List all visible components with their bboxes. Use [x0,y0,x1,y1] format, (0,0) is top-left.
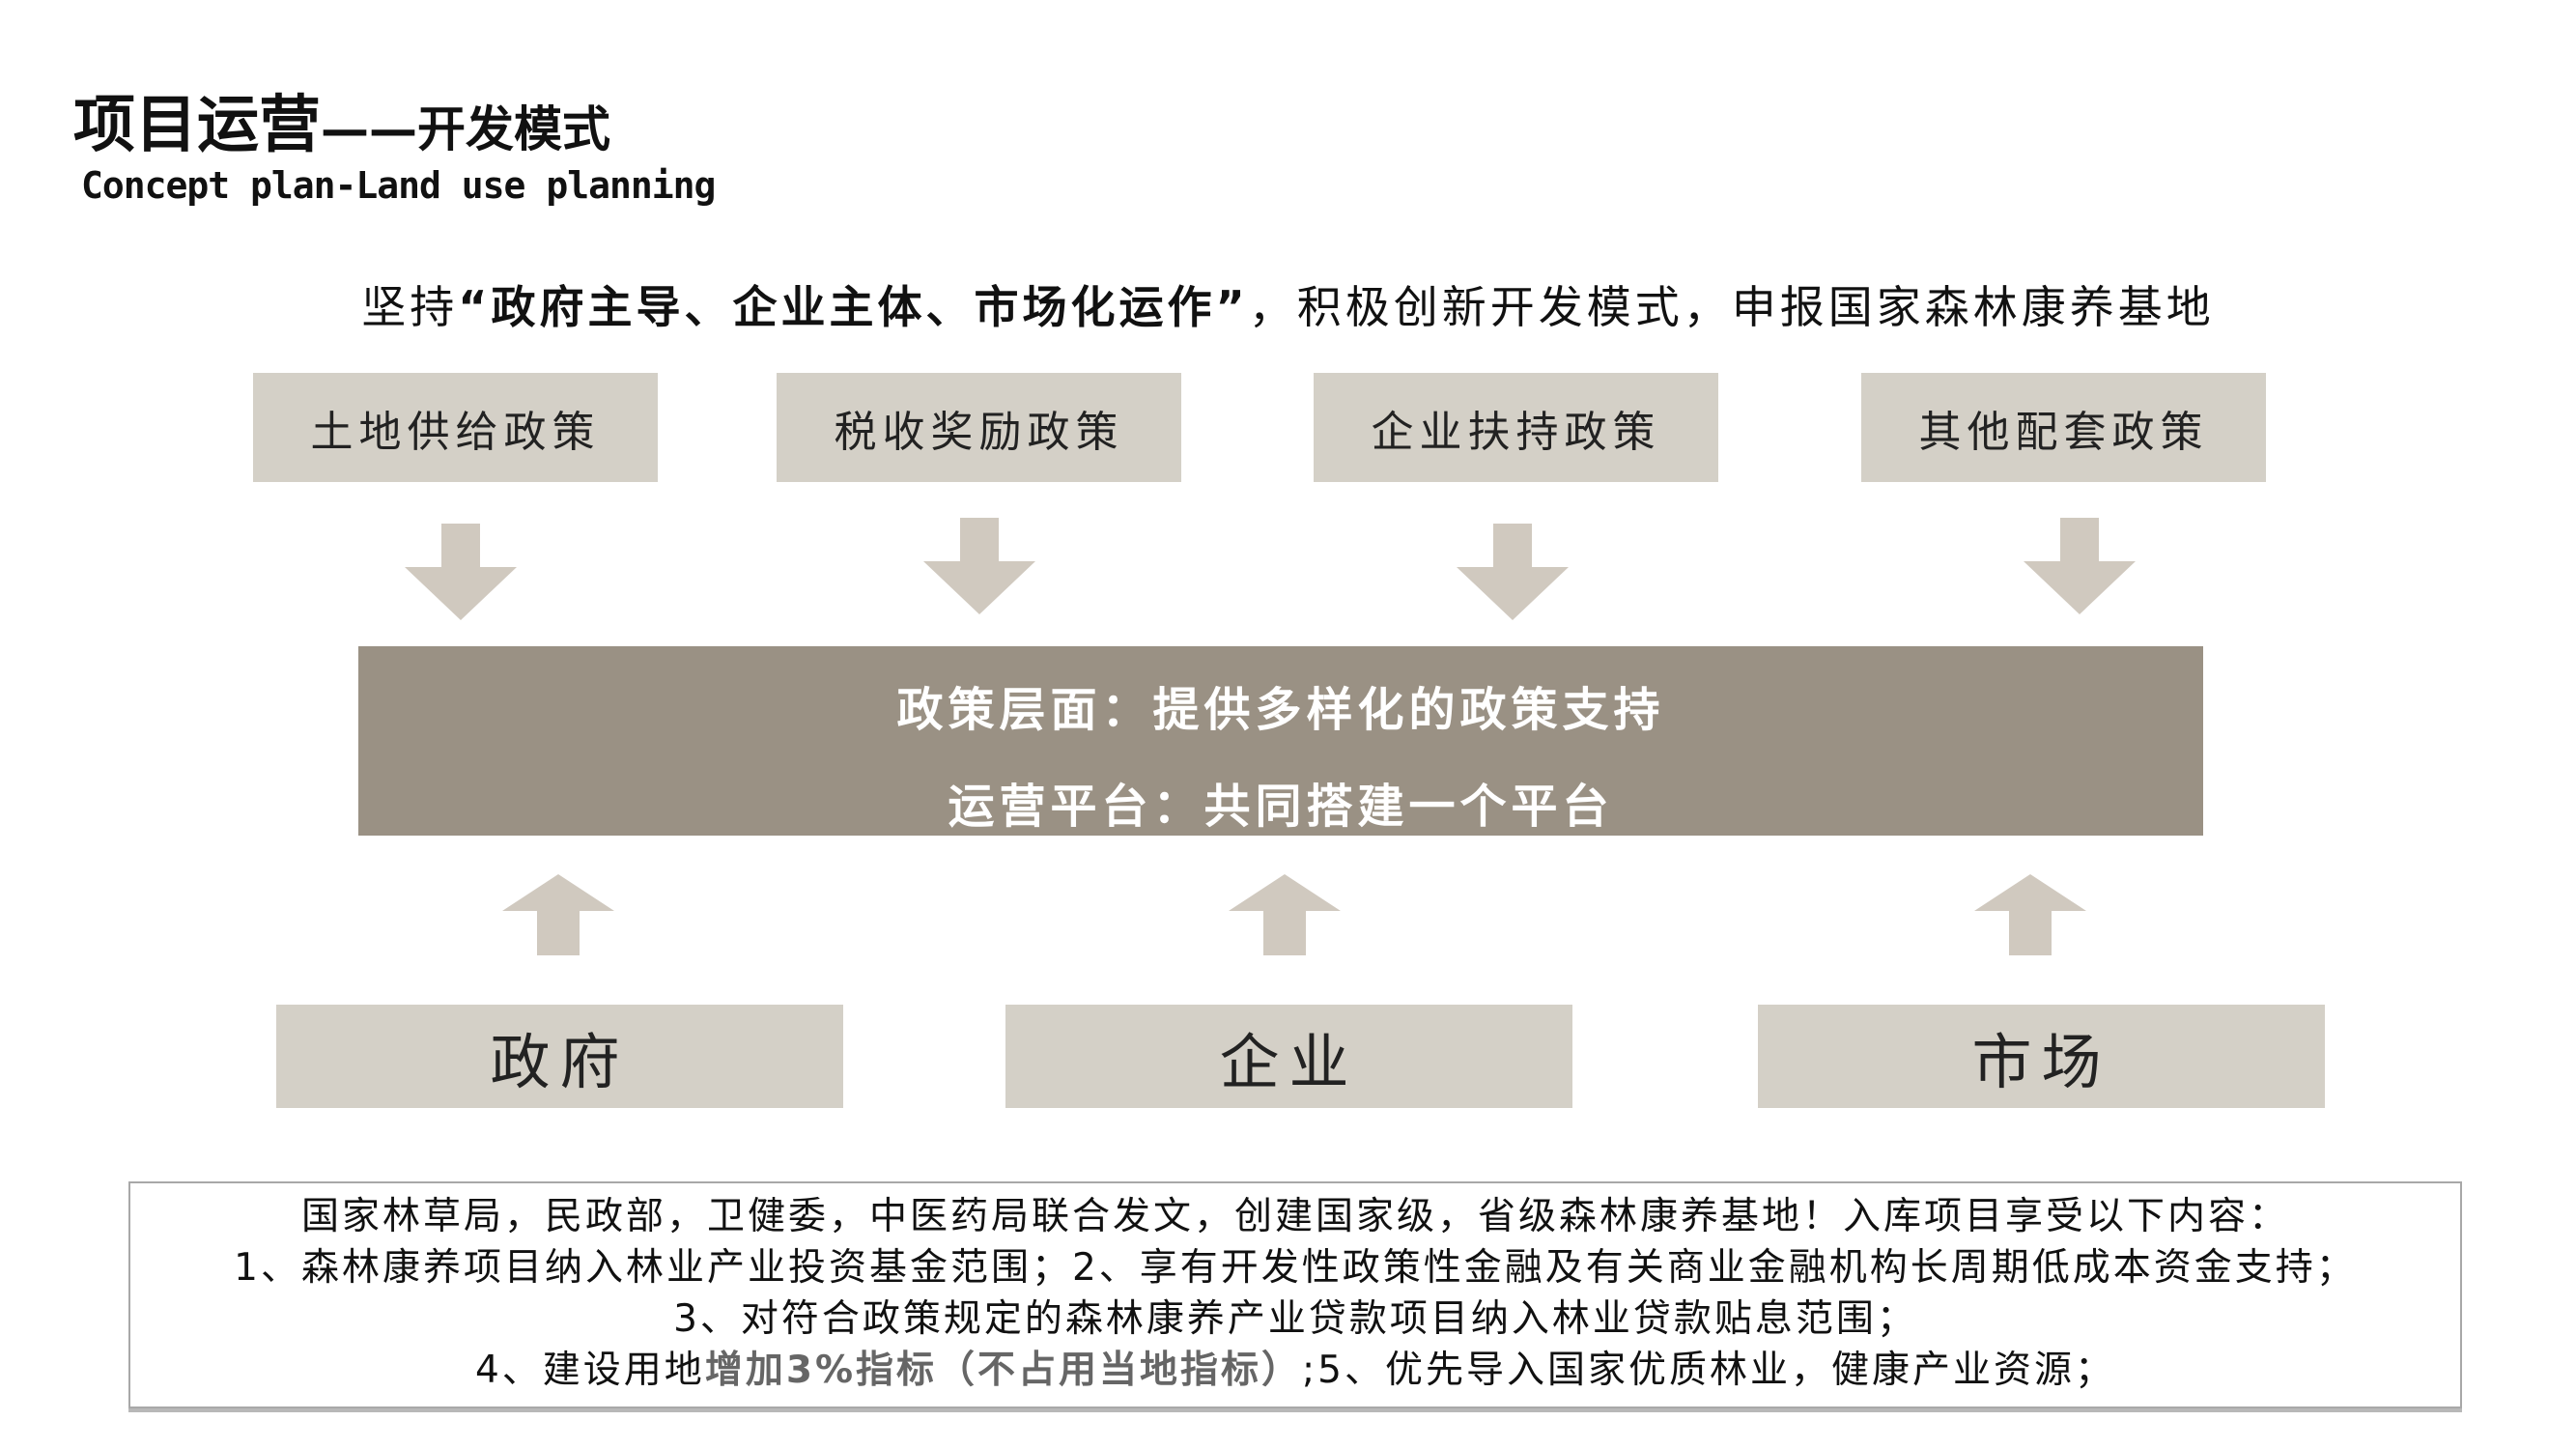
page-title: 项目运营——开发模式 [73,75,610,164]
title-sub: ——开发模式 [321,101,610,157]
statement-emphasis: “政府主导、企业主体、市场化运作” [458,281,1249,333]
actor-box-market: 市场 [1758,1005,2325,1108]
down-arrow-icon [923,518,1035,614]
statement: 坚持“政府主导、企业主体、市场化运作”，积极创新开发模式，申报国家森林康养基地 [0,272,2576,336]
up-arrow-icon [1229,874,1341,955]
notes-highlight: 增加3%指标（不占用当地指标） [704,1349,1303,1392]
actor-box-enterprise: 企业 [1005,1005,1572,1108]
notes-line: 4、建设用地增加3%指标（不占用当地指标）;5、优先导入国家优质林业，健康产业资… [130,1345,2460,1396]
page-subtitle: Concept plan-Land use planning [81,164,716,207]
up-arrow-icon [502,874,614,955]
notes-text: ;5、优先导入国家优质林业，健康产业资源； [1302,1349,2115,1392]
policy-box-other: 其他配套政策 [1861,373,2266,482]
platform-bar: 政策层面：提供多样化的政策支持 运营平台：共同搭建一个平台 [358,646,2203,836]
notes-line: 3、对符合政策规定的森林康养产业贷款项目纳入林业贷款贴息范围； [673,1297,1917,1341]
actor-box-government: 政府 [276,1005,843,1108]
up-arrow-icon [1974,874,2086,955]
notes-box: 国家林草局，民政部，卫健委，中医药局联合发文，创建国家级，省级森林康养基地！入库… [128,1181,2462,1408]
platform-line-operation: 运营平台：共同搭建一个平台 [948,780,1614,834]
statement-suffix: ，积极创新开发模式，申报国家森林康养基地 [1248,281,2215,333]
notes-line: 国家林草局，民政部，卫健委，中医药局联合发文，创建国家级，省级森林康养基地！入库… [300,1195,2289,1238]
platform-line-policy: 政策层面：提供多样化的政策支持 [896,683,1665,737]
notes-text: 4、建设用地 [474,1349,705,1392]
policy-box-enterprise: 企业扶持政策 [1314,373,1718,482]
down-arrow-icon [1457,524,1569,620]
title-main: 项目运营 [73,90,321,161]
notes-line: 1、森林康养项目纳入林业产业投资基金范围；2、享有开发性政策性金融及有关商业金融… [234,1246,2357,1290]
policy-box-land: 土地供给政策 [253,373,658,482]
statement-prefix: 坚持 [361,281,459,333]
down-arrow-icon [2024,518,2136,614]
down-arrow-icon [405,524,517,620]
policy-box-tax: 税收奖励政策 [777,373,1181,482]
